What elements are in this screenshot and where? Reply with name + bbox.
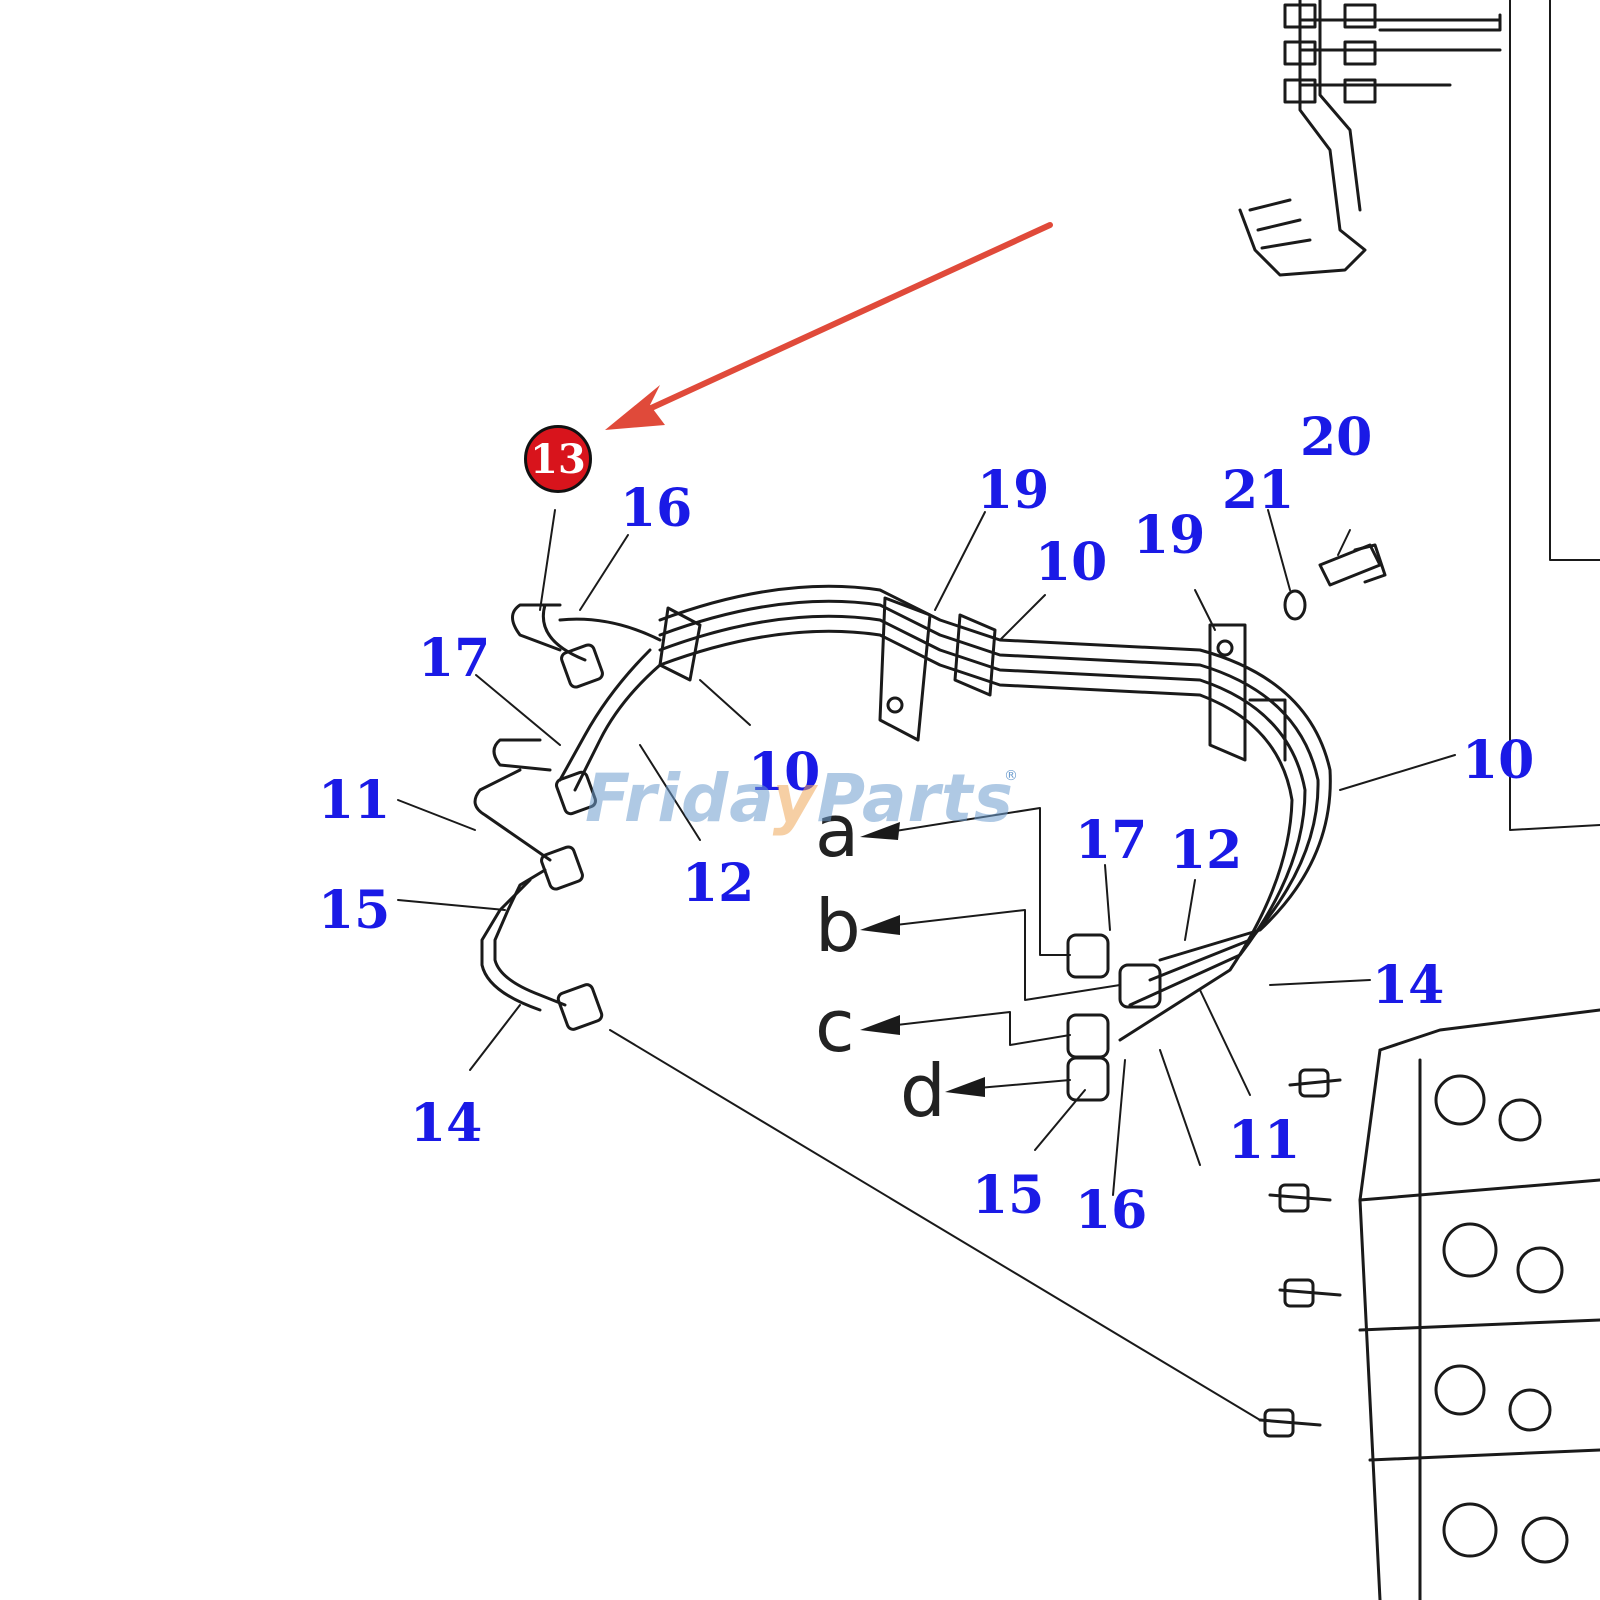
watermark-logo: FridayParts [585, 760, 1014, 837]
callout-label: 20 [1300, 407, 1373, 468]
port-label-d: d [900, 1049, 946, 1133]
callout-label: 14 [410, 1093, 483, 1154]
callout-label: 10 [748, 742, 821, 803]
port-label-a: a [815, 789, 860, 873]
hose-clamps [658, 596, 1287, 762]
callout-label: 19 [977, 460, 1050, 521]
right-fittings [1066, 933, 1162, 1102]
port-arrowheads [860, 822, 985, 1097]
callout-label: 16 [1075, 1180, 1148, 1241]
control-valve-block [1258, 1008, 1600, 1600]
left-pipe-assembly [473, 603, 604, 1031]
callout-label: 17 [418, 628, 491, 689]
callout-label: 11 [1228, 1110, 1301, 1171]
callout-label: 10 [1462, 730, 1535, 791]
callout-label: 12 [1170, 820, 1243, 881]
vertical-leader-lines-right [1509, 0, 1600, 831]
callout-label: 16 [620, 478, 693, 539]
callout-label: 17 [1075, 810, 1148, 871]
callout-label: 15 [972, 1165, 1045, 1226]
callout-leaders [397, 509, 1456, 1196]
port-label-b: b [815, 884, 861, 968]
red-pointer-arrow-icon [605, 222, 1053, 430]
bolt-and-washer [1283, 543, 1387, 621]
callout-label: 21 [1222, 460, 1295, 521]
callout-label: 14 [1372, 955, 1445, 1016]
callout-label: 11 [318, 770, 391, 831]
callout-label: 19 [1133, 505, 1206, 566]
callout-label: 12 [682, 853, 755, 914]
callout-label: 15 [318, 880, 391, 941]
valve-bracket-upper-right [1238, 0, 1502, 277]
hose-bundle [558, 584, 1332, 1042]
port-label-c: c [815, 984, 855, 1068]
callout-label: 10 [1035, 532, 1108, 593]
highlighted-part-badge[interactable]: 13 [524, 425, 592, 493]
port-leader-lines [609, 807, 1261, 1421]
watermark-registered-mark: ® [1004, 768, 1018, 784]
